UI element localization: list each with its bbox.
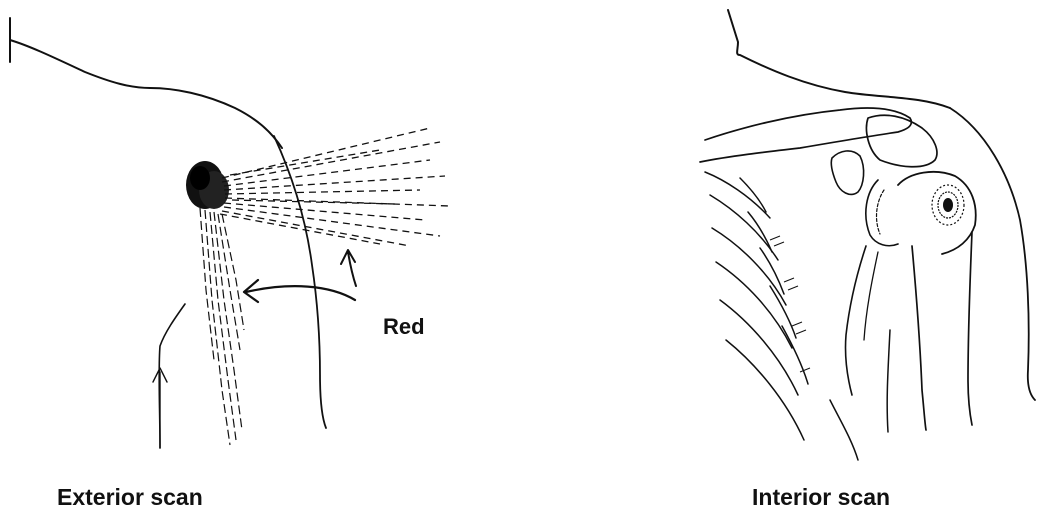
glenoid-socket-inner (877, 190, 884, 234)
interior-lower-line (830, 330, 890, 460)
exterior-panel (10, 18, 450, 448)
coracoid (831, 151, 863, 194)
interior-shoulder-outline (950, 108, 1035, 400)
exterior-torso-arrow (153, 368, 167, 448)
interior-spot (932, 185, 964, 225)
exterior-armpit-line (159, 304, 185, 448)
interior-scan-caption: Interior scan (752, 484, 890, 511)
humeral-head (898, 172, 976, 254)
exterior-scan-caption: Exterior scan (57, 484, 203, 511)
interior-panel (700, 10, 1035, 460)
red-curved-arrow (246, 286, 355, 300)
red-spot (186, 161, 229, 209)
red-up-arrow (341, 250, 356, 286)
scapula-inner (864, 252, 878, 340)
humerus-shaft (912, 246, 926, 430)
red-annotation-label: Red (383, 314, 425, 340)
exterior-arm-outer (274, 136, 326, 428)
radiating-spray (220, 128, 450, 246)
acromion (867, 115, 937, 167)
exterior-neck-line (10, 18, 282, 148)
scapula-edge (845, 246, 866, 395)
downward-streak (200, 208, 244, 445)
humerus-shaft-right (968, 232, 972, 425)
glenoid-socket (866, 180, 898, 246)
ribs (705, 172, 808, 440)
interior-neck-line (728, 10, 950, 108)
